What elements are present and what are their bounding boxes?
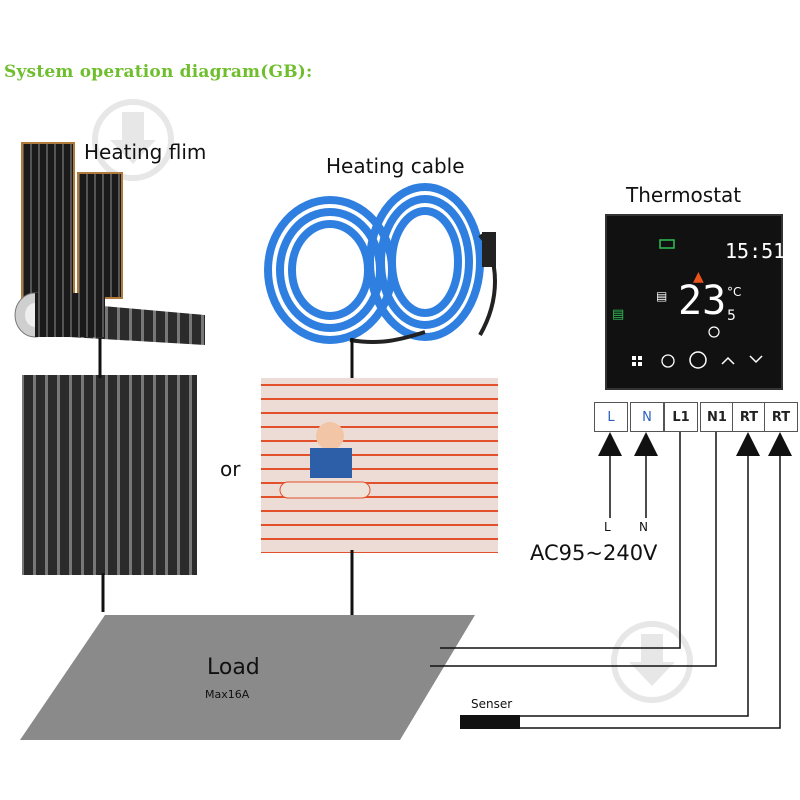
timer-icon	[661, 354, 675, 368]
watermark-icon	[611, 621, 693, 703]
or-label: or	[220, 457, 241, 481]
thermostat-label: Thermostat	[626, 183, 742, 207]
heating-film-floor-image	[22, 375, 197, 575]
thermostat-device: ▤ 15:51 ▲ ▤ 23 °C 5	[605, 214, 785, 390]
heating-cable-label: Heating cable	[326, 154, 465, 178]
calendar-icon: ▤	[656, 289, 667, 303]
load-shape	[20, 615, 475, 740]
terminal-N: N	[630, 402, 664, 432]
menu-icon	[632, 356, 642, 366]
heating-film-label: Heating flim	[84, 140, 207, 164]
terminal-L1: L1	[664, 402, 698, 432]
svg-text:▤: ▤	[612, 307, 624, 322]
voltage-label: AC95~240V	[530, 541, 658, 565]
chevron-down-icon	[749, 355, 763, 364]
chevron-up-icon	[721, 356, 735, 365]
load-max-label: Max16A	[205, 688, 250, 701]
thermostat-unit: °C	[727, 285, 741, 299]
terminal-N1: N1	[700, 402, 734, 432]
power-input-L: L	[604, 520, 611, 534]
terminal-RT-1: RT	[732, 402, 766, 432]
heating-film-image	[14, 142, 205, 345]
sensor-label: Senser	[471, 697, 513, 711]
thermostat-temperature: 23	[678, 278, 726, 324]
sensor-probe	[460, 715, 520, 729]
diagram-title: System operation diagram(GB):	[4, 62, 313, 82]
watermark-icon	[92, 99, 174, 181]
terminal-L: L	[594, 402, 628, 432]
heating-cable-image	[264, 183, 497, 344]
heating-cable-floor-image	[261, 378, 498, 553]
power-icon	[689, 351, 707, 369]
power-input-N: N	[639, 520, 648, 534]
clock-icon	[708, 326, 720, 338]
terminal-RT-2: RT	[764, 402, 798, 432]
thermostat-clock: 15:51	[725, 239, 785, 263]
load-label: Load	[207, 655, 260, 680]
thermostat-mode: 5	[727, 308, 736, 324]
flame-icon: ▲	[693, 269, 704, 285]
